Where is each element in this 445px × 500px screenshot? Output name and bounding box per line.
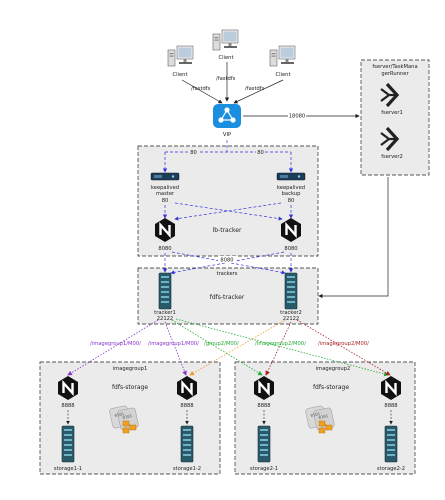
g2-fdfs-storage-label: fdfs-storage — [313, 384, 349, 391]
route-label-1: /imagegroup1/M00/ — [90, 341, 141, 347]
client-center-label: Client — [218, 55, 233, 61]
route-tracker2-to-g1-right — [189, 319, 286, 376]
tracker1-server-icon — [158, 272, 172, 310]
tracker2-server-icon — [284, 272, 298, 310]
client-left-link — [181, 79, 223, 104]
tracker1-port: 22122 — [157, 316, 174, 322]
route-tracker1-to-g1-right — [164, 321, 187, 376]
fserver1-label: fserver1 — [381, 110, 403, 116]
keepalived-backup-line2: backup — [282, 191, 301, 197]
route-tracker1-to-g2-right — [175, 318, 389, 377]
lb-nginx-left-port: 8080 — [158, 246, 171, 252]
lb-tracker-port: 8080 — [220, 258, 233, 264]
runner-panel — [360, 59, 430, 176]
runner-title-line1: fserver/TaskMana — [372, 64, 417, 70]
vip-label: VIP — [223, 132, 231, 138]
imagegroup1-title: imagegroup1 — [113, 366, 148, 372]
client-left-computer-icon — [167, 45, 194, 67]
runner-title-line2: gerRunner — [381, 71, 409, 77]
tracker2-port: 22122 — [283, 316, 300, 322]
client-right-link-label: /fastdfs — [245, 86, 265, 92]
route-label-5: /imagegroup2/M00/ — [318, 341, 369, 347]
storage1-1-label: storage1-1 — [54, 466, 82, 472]
storage2-1-server-icon — [257, 425, 271, 463]
keepalived-backup-line1: keepalived — [277, 185, 305, 191]
vip-port-bg — [288, 112, 306, 119]
storage1-1-server-icon — [61, 425, 75, 463]
keepalived-master-line1: keepalived — [151, 185, 179, 191]
client-center-link-label: /fastdfs — [216, 76, 236, 82]
fdfs-tracker-label: fdfs-tracker — [210, 294, 245, 301]
g2-nginx-right-port: 8888 — [384, 403, 397, 409]
keepalived-backup-icon — [276, 172, 306, 181]
client-right-label: Client — [275, 72, 290, 78]
client-center-computer-icon — [212, 29, 239, 51]
route-tracker2-to-g2-right — [296, 319, 391, 376]
route-label-2: /imagegroup1/M00/ — [148, 341, 199, 347]
g1-fdfs-storage-label: fdfs-storage — [112, 384, 148, 391]
runner-to-trackers-link — [318, 177, 389, 299]
g1-nginx-left-port: 8888 — [61, 403, 74, 409]
route-tracker1-to-g1-left — [67, 319, 159, 376]
tracker1-name: tracker1 — [154, 310, 176, 316]
trackers-title: trackers — [216, 271, 237, 277]
route-label-4: /imagegroup2/M00/ — [255, 341, 306, 347]
vip-network-icon — [218, 107, 236, 123]
route-label-3: /group2/M00/ — [204, 341, 239, 347]
lb-port-top-right: 80 — [257, 150, 264, 156]
lb-port-master: 80 — [162, 198, 169, 204]
tracker2-name: tracker2 — [280, 310, 302, 316]
keepalived-master-icon — [150, 172, 180, 181]
route-tracker1-to-g2-left — [171, 319, 263, 376]
client-right-computer-icon — [269, 45, 296, 67]
g2-nginx-left-port: 8888 — [257, 403, 270, 409]
storage2-1-label: storage2-1 — [250, 466, 278, 472]
storage1-2-server-icon — [180, 425, 194, 463]
lb-port-top-right-bg — [256, 149, 265, 155]
storage2-2-server-icon — [384, 425, 398, 463]
route-tracker2-to-g2-left — [265, 321, 292, 376]
vip-port-label: 18080 — [289, 114, 306, 120]
g1-nginx-right-port: 8888 — [180, 403, 193, 409]
client-left-label: Client — [172, 72, 187, 78]
lb-tracker-label: lb-tracker — [213, 227, 242, 234]
storage1-2-label: storage1-2 — [173, 466, 201, 472]
client-right-link — [233, 79, 284, 104]
keepalived-cross-link-b — [174, 202, 282, 221]
lb-nginx-right-port: 8080 — [284, 246, 297, 252]
fserver2-label: fserver2 — [381, 154, 403, 160]
lb-port-top-left-bg — [189, 149, 198, 155]
keepalived-cross-link-a — [174, 202, 283, 221]
storage2-2-label: storage2-2 — [377, 466, 405, 472]
imagegroup2-title: imagegroup2 — [316, 366, 351, 372]
lb-port-backup: 80 — [288, 198, 295, 204]
lb-tracker-port-bg — [218, 256, 236, 263]
client-left-link-label: /fastdfs — [191, 86, 211, 92]
lb-port-top-left: 80 — [190, 150, 197, 156]
keepalived-master-line2: master — [156, 191, 175, 197]
